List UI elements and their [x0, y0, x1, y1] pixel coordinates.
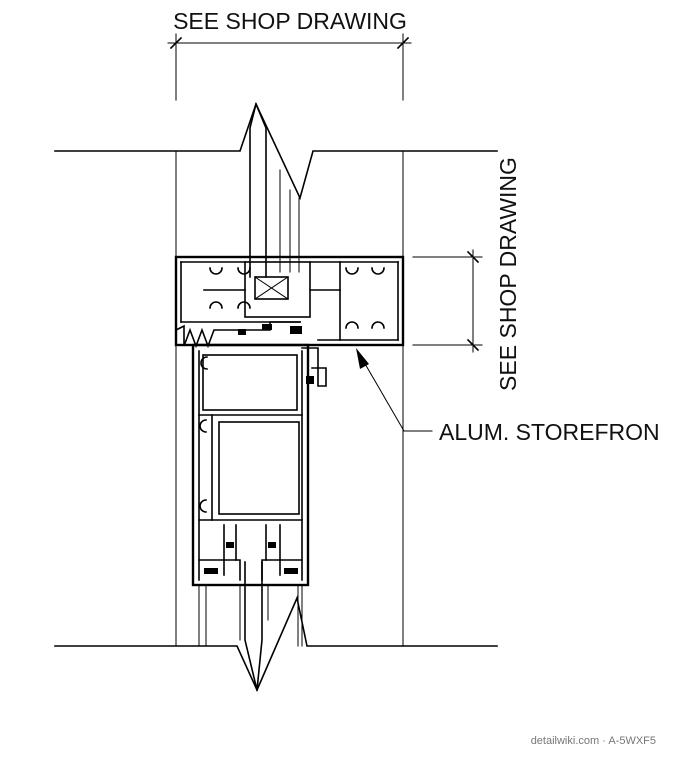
- callout-leader: ALUM. STOREFRON: [356, 348, 660, 445]
- top-dimension-label: SEE SHOP DRAWING: [173, 8, 407, 34]
- top-dimension: SEE SHOP DRAWING: [167, 8, 412, 101]
- wall-outline: [54, 101, 498, 692]
- head-frame-extrusion: [174, 255, 405, 349]
- side-dimension: SEE SHOP DRAWING: [412, 157, 521, 391]
- side-dimension-label: SEE SHOP DRAWING: [495, 157, 521, 391]
- watermark-text: detailwiki.com · A-5WXF5: [531, 735, 656, 747]
- mullion-extrusion: [191, 343, 327, 587]
- upper-glass-infill: [249, 102, 300, 278]
- lower-glass-infill: [198, 561, 303, 691]
- callout-label: ALUM. STOREFRON: [439, 419, 660, 445]
